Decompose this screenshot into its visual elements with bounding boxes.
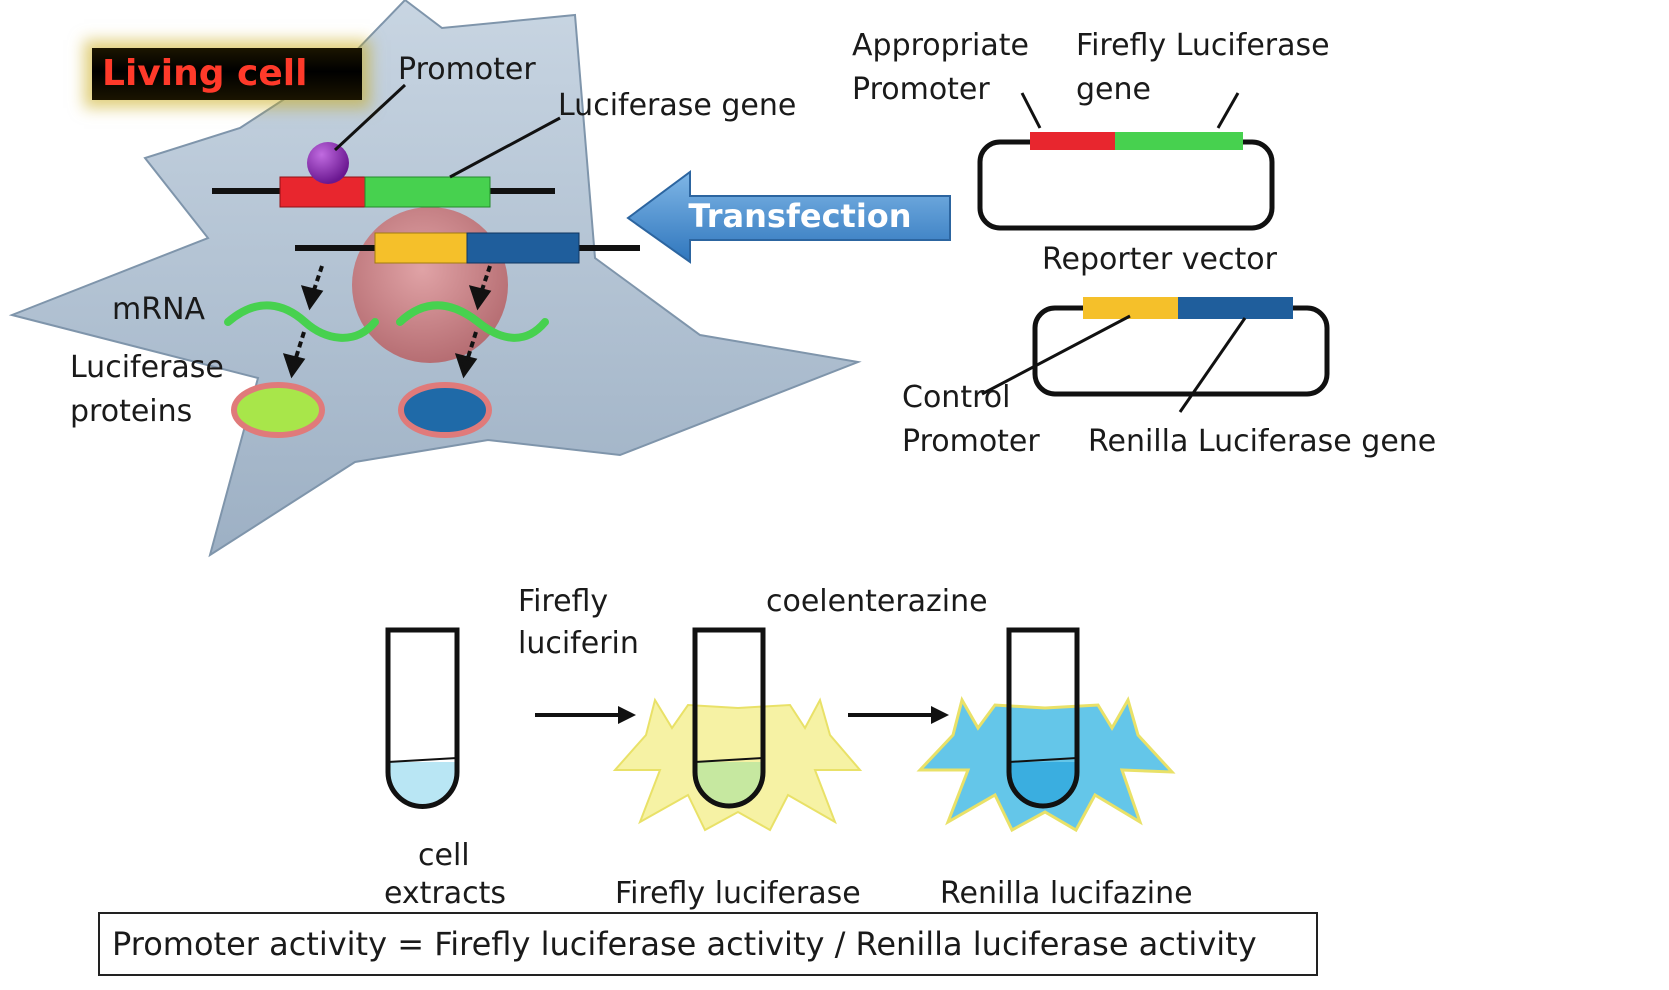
renilla-gene-segment	[466, 232, 580, 264]
renilla-gene-vector-segment	[1178, 297, 1293, 319]
mrna-strand-firefly	[224, 301, 379, 342]
tube-renilla-liquid	[1011, 762, 1075, 804]
renilla-protein	[398, 382, 492, 438]
firefly-protein	[231, 382, 325, 438]
control-promoter-vector-segment	[1083, 297, 1178, 319]
promoter-label: Promoter	[398, 52, 536, 87]
translation-arrows	[282, 331, 478, 379]
nucleus	[352, 207, 508, 363]
tube-cell-extracts	[385, 627, 460, 809]
firefly-luciferase-label: Firefly luciferase	[615, 876, 861, 911]
tube-renilla	[1006, 627, 1080, 809]
control-promoter-label-line2: Promoter	[902, 424, 1040, 459]
reaction-arrow-2	[848, 706, 949, 724]
control-promoter-segment	[374, 232, 468, 264]
luciferase-gene-segment	[364, 176, 491, 208]
firefly-gene-label-line1: Firefly Luciferase	[1076, 28, 1330, 63]
luciferase-gene-label: Luciferase gene	[558, 88, 797, 123]
tube-firefly	[692, 627, 766, 809]
formula-text: Promoter activity = Firefly luciferase a…	[112, 925, 1257, 963]
promoter-leader	[333, 83, 407, 152]
control-plasmid	[1032, 305, 1330, 397]
tube-firefly-liquid	[697, 762, 761, 804]
control-promoter-leader	[981, 314, 1131, 396]
appropriate-promoter-segment	[1030, 132, 1115, 150]
transfection-label: Transfection	[688, 197, 912, 235]
renilla-gene-leader	[1178, 317, 1247, 413]
transcription-arrows	[300, 265, 492, 311]
reporter-plasmid	[977, 139, 1275, 231]
firefly-luciferin-label-line1: Firefly	[518, 584, 609, 619]
formula-box	[98, 912, 1318, 976]
firefly-luciferin-label-line2: luciferin	[518, 626, 639, 661]
appropriate-promoter-leader	[1020, 92, 1042, 129]
appropriate-promoter-label-line1: Appropriate	[852, 28, 1029, 63]
tube-cell-extracts-liquid	[390, 762, 455, 805]
control-promoter-label-line1: Control	[902, 380, 1011, 415]
proteins-label-line2: proteins	[70, 394, 193, 429]
firefly-gene-label-line2: gene	[1076, 72, 1151, 107]
transfection-arrow	[626, 170, 951, 264]
coelenterazine-label: coelenterazine	[766, 584, 988, 619]
living-cell-label: Living cell	[102, 53, 308, 94]
luciferase-gene-leader	[449, 116, 561, 179]
renilla-label: Renilla lucifazine	[940, 876, 1193, 911]
living-cell-badge	[92, 48, 362, 100]
firefly-gene-leader	[1216, 92, 1240, 129]
mrna-label: mRNA	[112, 292, 206, 327]
cell-extracts-label-line1: cell	[418, 838, 470, 873]
proteins-label-line1: Luciferase	[70, 350, 224, 385]
reaction-arrow-1	[535, 706, 636, 724]
promoter-ball-icon	[307, 142, 349, 184]
cell-extracts-label-line2: extracts	[384, 876, 507, 911]
renilla-gene-label: Renilla Luciferase gene	[1088, 424, 1437, 459]
reporter-vector-label: Reporter vector	[1042, 242, 1277, 277]
appropriate-promoter-label-line2: Promoter	[852, 72, 990, 107]
mrna-strand-renilla	[396, 301, 549, 342]
firefly-gene-segment	[1115, 132, 1243, 150]
